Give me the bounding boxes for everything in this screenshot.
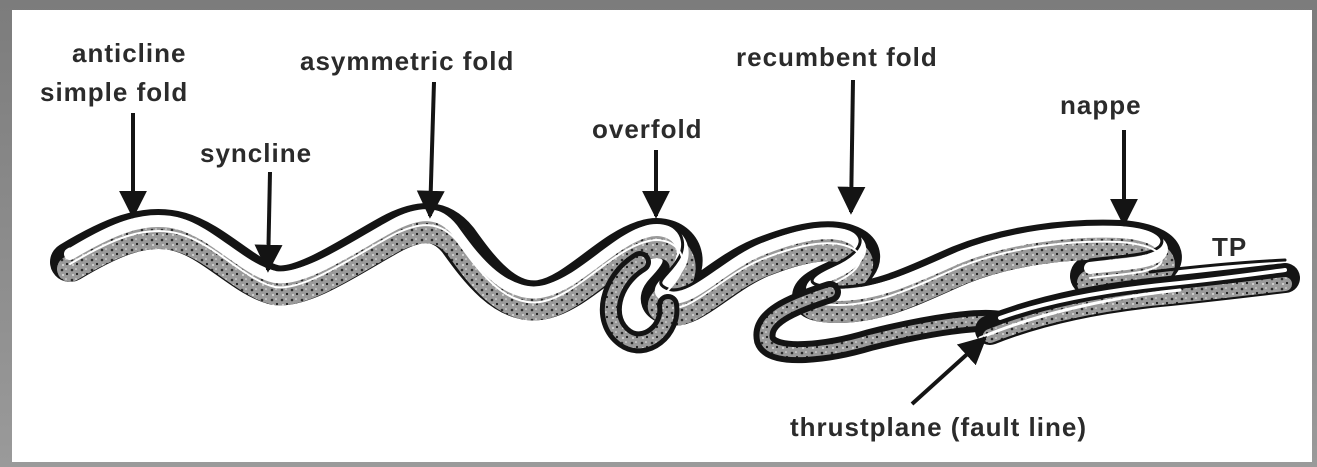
label-asymmetric-fold: asymmetric fold: [300, 46, 514, 76]
asymmetric-fold-arrow: [430, 82, 434, 216]
label-simple-fold: simple fold: [40, 77, 188, 107]
folded-strata: [70, 207, 1285, 352]
label-anticline: anticline: [72, 38, 186, 68]
label-overfold: overfold: [592, 114, 703, 144]
label-thrustplane: thrustplane (fault line): [790, 412, 1087, 442]
label-tp: TP: [1212, 232, 1247, 262]
label-recumbent-fold: recumbent fold: [736, 42, 938, 72]
label-syncline: syncline: [200, 138, 312, 168]
label-nappe: nappe: [1060, 90, 1142, 120]
syncline-arrow: [268, 172, 270, 270]
thrustplane-arrow: [912, 338, 985, 404]
recumbent-fold-arrow: [851, 80, 853, 212]
